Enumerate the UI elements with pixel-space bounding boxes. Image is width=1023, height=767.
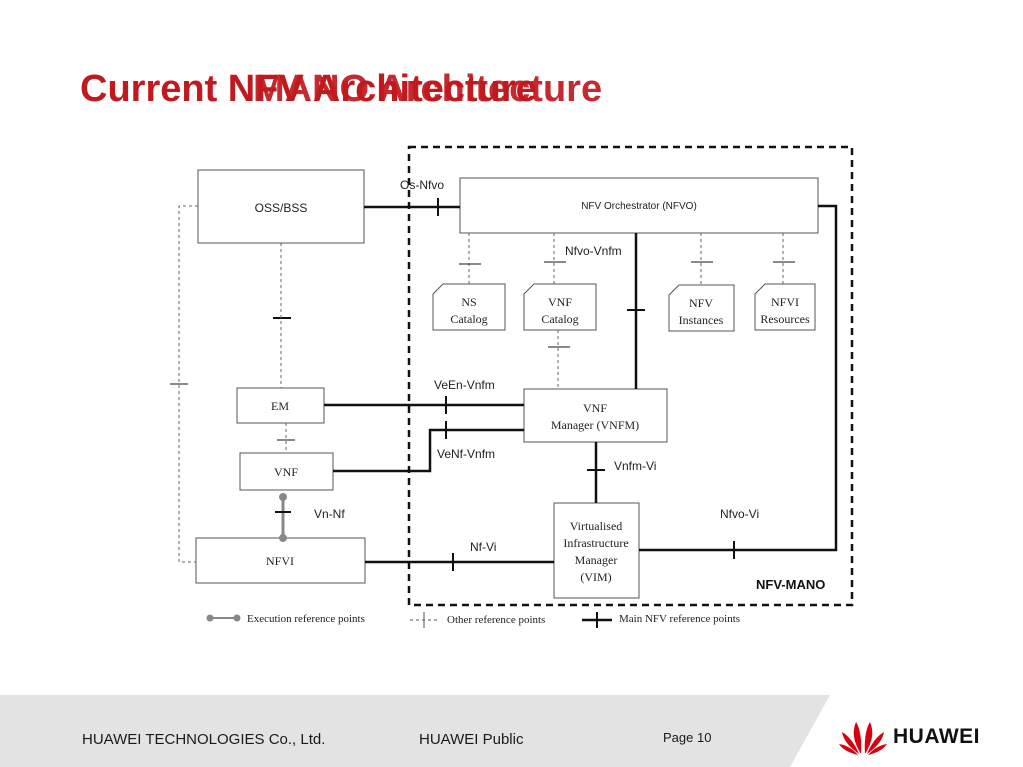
vim-label-1: Virtualised (570, 519, 623, 533)
label-vnfm-vi: Vnfm-Vi (614, 459, 656, 473)
label-nf-vi: Nf-Vi (470, 540, 496, 554)
mano-boundary (407, 145, 854, 607)
slide-title-overlay: MANO Architecture (253, 68, 603, 110)
other-ref-ticks (170, 261, 795, 441)
main-ref-ticks (273, 198, 735, 571)
execution-ref-vn-nf (275, 493, 291, 542)
ns-catalog-label-1: NS (461, 295, 476, 309)
other-ref-lines (178, 205, 784, 563)
vnf-label: VNF (274, 465, 298, 479)
huawei-logo-text: HUAWEI (893, 725, 980, 748)
huawei-logo-icon (839, 722, 887, 755)
nfvi-resources-label-2: Resources (760, 312, 810, 326)
nfv-instances-label-1: NFV (689, 296, 713, 310)
footer-company: HUAWEI TECHNOLOGIES Co., Ltd. (82, 731, 326, 748)
label-venf-vnfm: VeNf-Vnfm (437, 447, 495, 461)
legend-execution-label: Execution reference points (247, 613, 365, 625)
vim-label-4: (VIM) (580, 570, 611, 584)
oss-bss-box (197, 169, 365, 244)
vnf-catalog-label-2: Catalog (541, 312, 578, 326)
line-nfvo-vi (639, 204, 838, 552)
mano-label: NFV-MANO (756, 577, 825, 592)
legend: Execution reference points Other referen… (206, 612, 740, 628)
nfvo-label: NFV Orchestrator (NFVO) (581, 201, 697, 212)
nfvo-box (459, 177, 819, 234)
label-vn-nf: Vn-Nf (314, 507, 345, 521)
footer-logo-area (790, 695, 1023, 767)
line-venf-vnfm (333, 428, 524, 473)
legend-main-label: Main NFV reference points (619, 613, 740, 625)
nfv-instances-label-2: Instances (679, 313, 724, 327)
label-veen-vnfm: VeEn-Vnfm (434, 378, 495, 392)
vnfm-label-1: VNF (583, 401, 607, 415)
vim-label-3: Manager (575, 553, 618, 567)
main-ref-lines (324, 204, 838, 564)
vnfm-label-2: Manager (VNFM) (551, 418, 639, 432)
label-nfvo-vnfm: Nfvo-Vnfm (565, 244, 622, 258)
footer-page-number: Page 10 (663, 730, 712, 745)
label-os-nfvo: Os-Nfvo (400, 178, 444, 192)
legend-other-label: Other reference points (447, 614, 545, 626)
vnfm-box (523, 388, 668, 443)
label-nfvo-vi: Nfvo-Vi (720, 507, 759, 521)
vnf-catalog-label-1: VNF (548, 295, 572, 309)
footer-classification: HUAWEI Public (419, 731, 524, 748)
legend-other-symbol (410, 612, 440, 628)
nfvi-label: NFVI (266, 554, 294, 568)
ns-catalog-label-2: Catalog (450, 312, 487, 326)
vim-label-2: Infrastructure (563, 536, 628, 550)
vim-box (553, 502, 640, 599)
vnf-catalog-box (523, 283, 597, 331)
ns-catalog-box (432, 283, 506, 331)
legend-execution-symbol (206, 614, 241, 622)
nfvi-box (195, 537, 366, 584)
nfvi-resources-label-1: NFVI (771, 295, 799, 309)
em-label: EM (271, 399, 289, 413)
oss-bss-label: OSS/BSS (255, 201, 308, 215)
slide-title: Current NFV Architecture (80, 68, 537, 110)
nfv-mano-diagram: NFV-MANO OSS/BSS NFV Orchestrator (NFVO)… (170, 145, 854, 628)
legend-main-symbol (582, 612, 612, 628)
vnf-box (239, 452, 334, 491)
nfv-instances-box (668, 284, 735, 332)
nfvi-resources-box (754, 283, 816, 331)
